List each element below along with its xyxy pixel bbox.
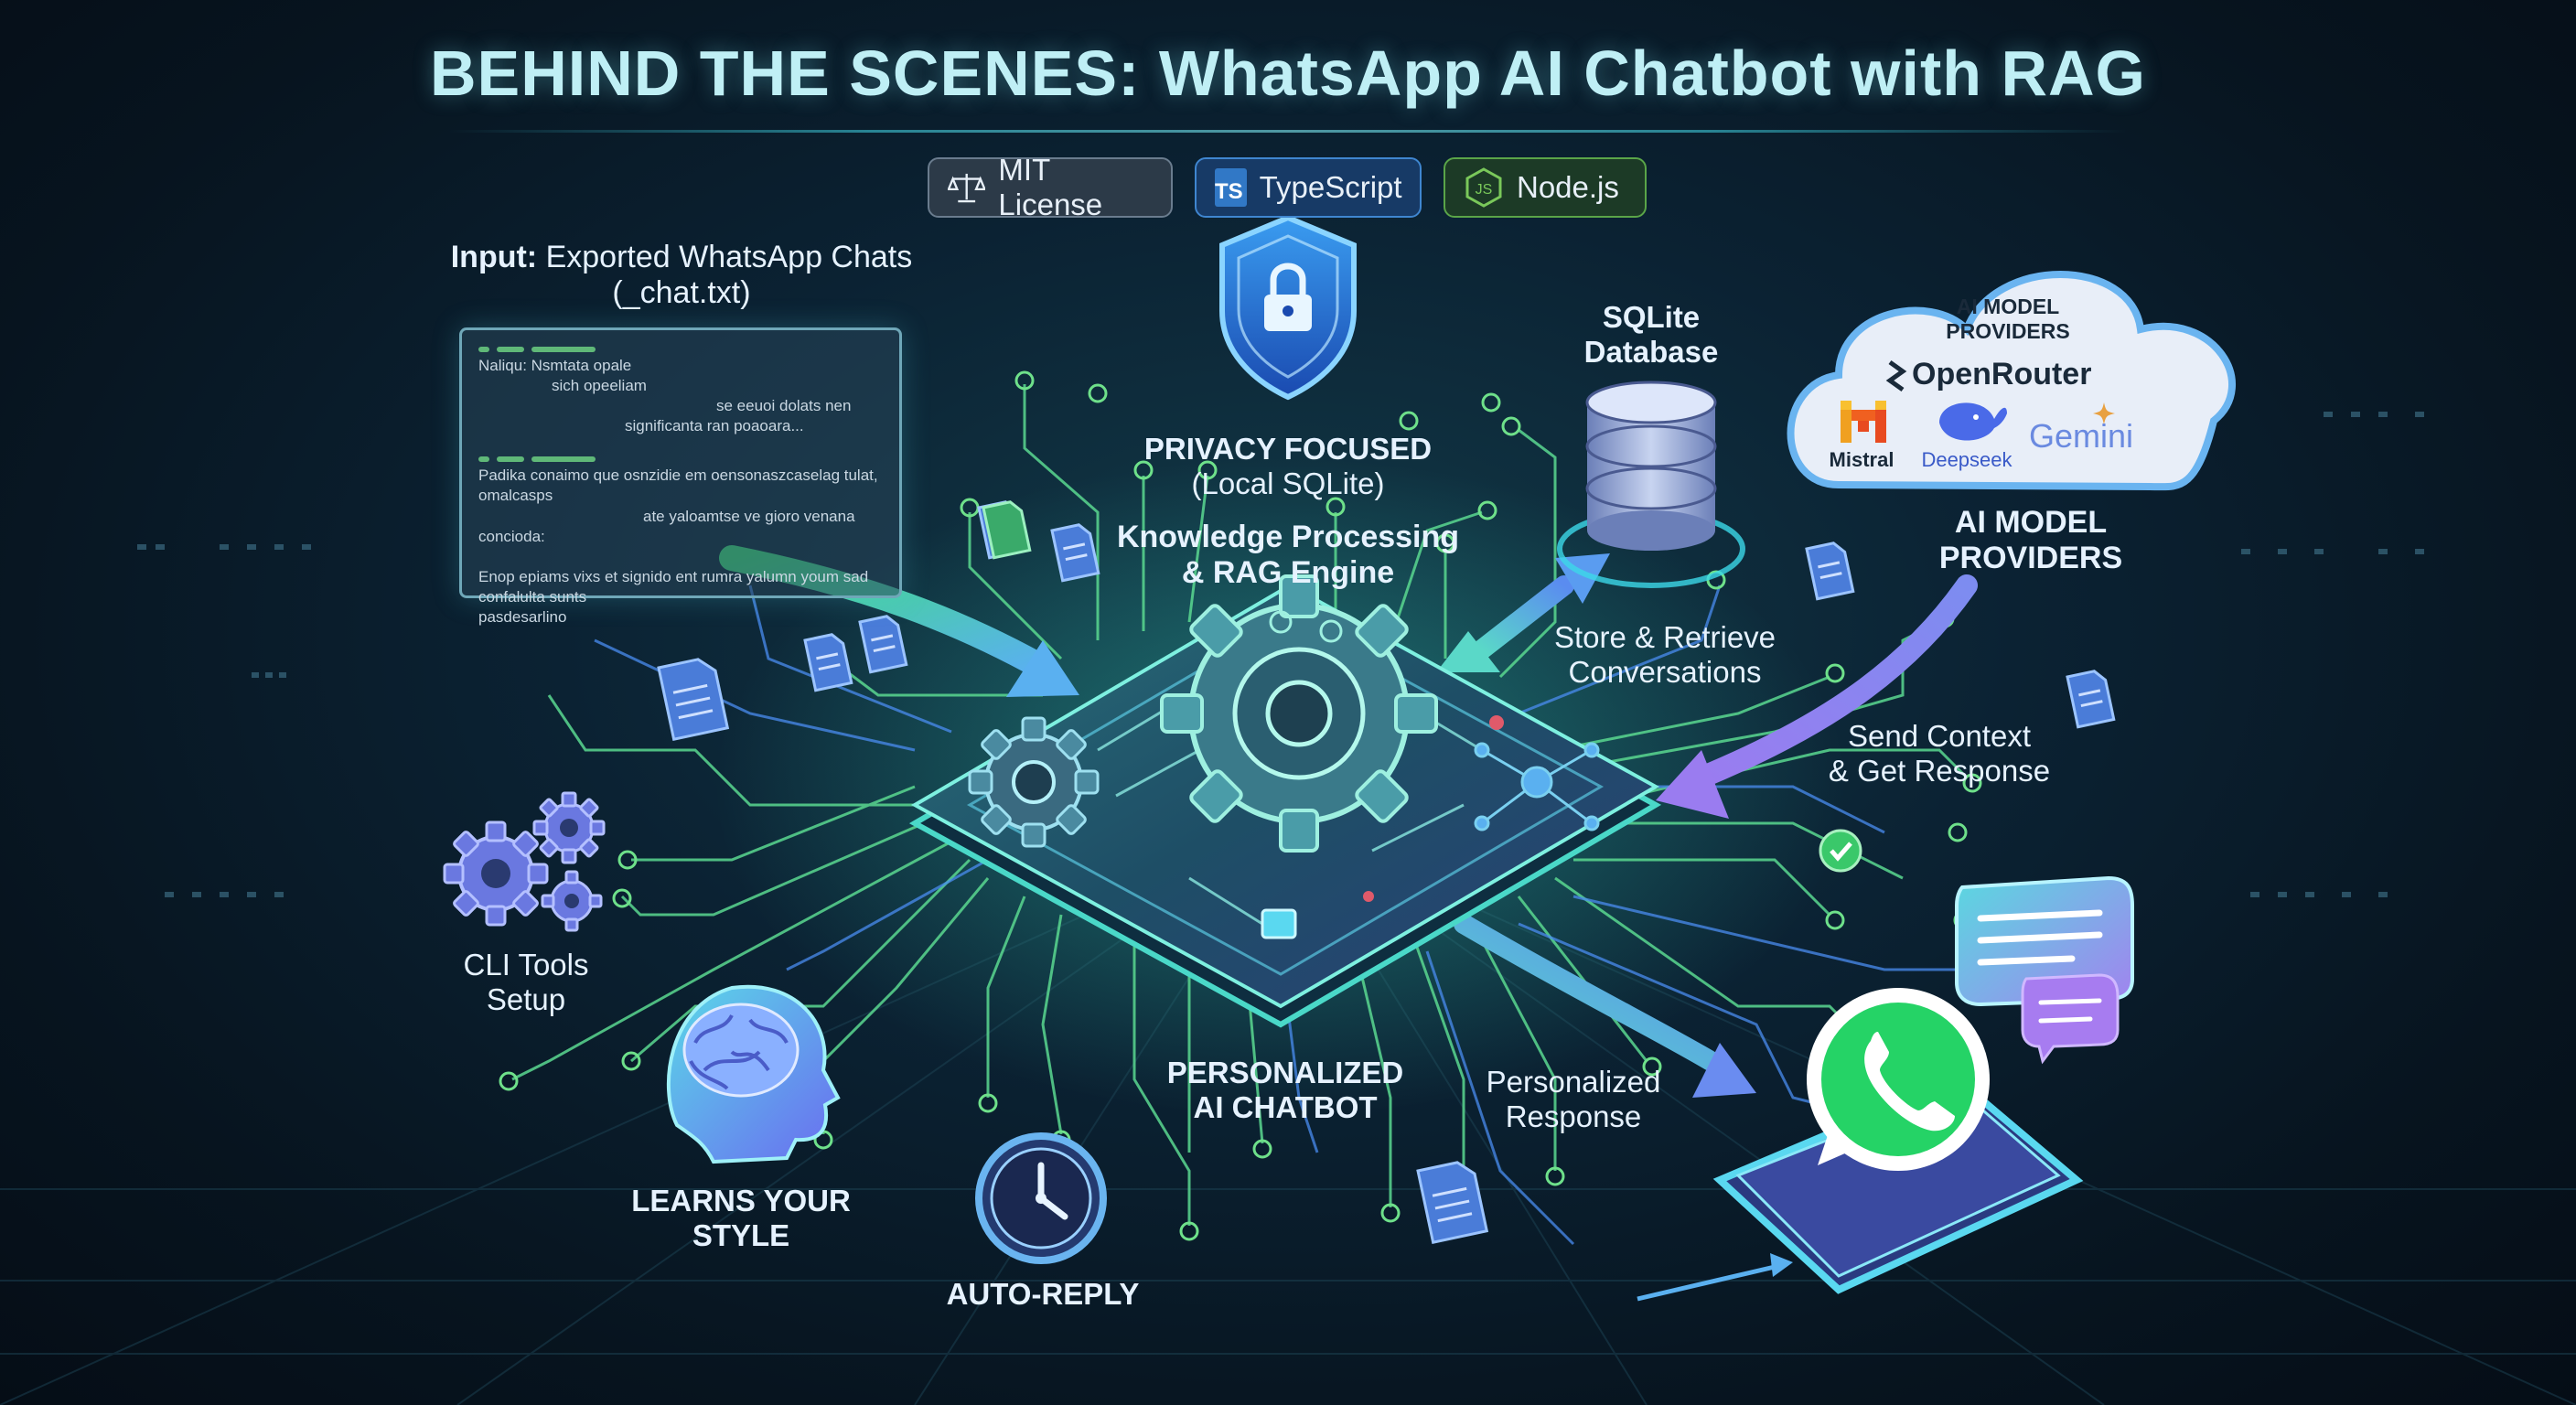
store-line1: Store & Retrieve: [1509, 620, 1820, 655]
small-bubble-icon: [2023, 975, 2118, 1061]
chip-led-icon: [1363, 891, 1374, 902]
chatbot-line1: PERSONALIZED: [1134, 1056, 1436, 1090]
chip-core-icon: [1262, 910, 1295, 938]
chat-line: confalulta sunts: [478, 587, 883, 607]
small-gear-icon: [970, 718, 1098, 846]
whatsapp-logo-icon: [1807, 988, 1990, 1171]
learns-line2: STYLE: [595, 1218, 887, 1253]
auto-reply-label: AUTO-REPLY: [906, 1277, 1180, 1312]
chat-block: Naliqu: Nsmtata opale sich opeeliam se e…: [478, 347, 883, 436]
personalized-chatbot-label: PERSONALIZED AI CHATBOT: [1134, 1056, 1436, 1125]
page-title: BEHIND THE SCENES: WhatsApp AI Chatbot w…: [0, 37, 2576, 110]
providers-line2: PROVIDERS: [1894, 541, 2168, 576]
cli-line2: Setup: [412, 982, 640, 1017]
privacy-subtitle: (Local SQLite): [1098, 467, 1478, 501]
title-divider: [448, 130, 2128, 133]
sqlite-label: SQLite Database: [1537, 300, 1766, 370]
main-gear-icon: [1162, 576, 1436, 851]
send-line1: Send Context: [1793, 719, 2086, 754]
scale-icon: [948, 171, 985, 204]
badge-label: Node.js: [1517, 170, 1619, 205]
badge-label: MIT License: [998, 153, 1153, 222]
chat-line: omalcasps: [478, 486, 883, 506]
learns-line1: LEARNS YOUR: [595, 1184, 887, 1218]
chat-line: se eeuoi dolats nen: [478, 396, 883, 416]
chat-block: Padika conaimo que osnzidie em oensonasz…: [478, 456, 883, 546]
chat-line: concioda:: [478, 527, 883, 547]
return-arrow-head: [1770, 1253, 1793, 1277]
personalized-response-label: Personalized Response: [1454, 1065, 1692, 1134]
send-line2: & Get Response: [1793, 754, 2086, 788]
response-line2: Response: [1454, 1099, 1692, 1134]
badge-label: TypeScript: [1260, 170, 1402, 205]
chat-line: Padika conaimo que osnzidie em oensonasz…: [478, 466, 883, 486]
knowledge-line1: Knowledge Processing: [1079, 520, 1497, 555]
openrouter-label: OpenRouter: [1912, 357, 2104, 392]
deepseek-label: Deepseek: [1912, 448, 2022, 472]
store-label: Store & Retrieve Conversations: [1509, 620, 1820, 690]
mit-license-badge[interactable]: MIT License: [928, 157, 1173, 218]
privacy-label: PRIVACY FOCUSED (Local SQLite): [1098, 432, 1478, 501]
chat-line: pasdesarlino: [478, 607, 883, 627]
providers-label: AI MODEL PROVIDERS: [1894, 505, 2168, 576]
learns-label: LEARNS YOUR STYLE: [595, 1184, 887, 1253]
knowledge-label: Knowledge Processing & RAG Engine: [1079, 520, 1497, 591]
checkmark-icon: [1820, 831, 1861, 871]
gemini-label: Gemini: [2022, 417, 2141, 456]
chat-line: sich opeeliam: [478, 376, 883, 396]
store-line2: Conversations: [1509, 655, 1820, 690]
input-label: Input: Exported WhatsApp Chats (_chat.tx…: [430, 240, 933, 311]
cloud-title: AI MODEL PROVIDERS: [1912, 295, 2104, 344]
cli-gears-icon: [445, 793, 604, 930]
nodejs-icon: JS: [1464, 167, 1504, 208]
typescript-icon: TS: [1215, 168, 1247, 207]
chat-line: Naliqu: Nsmtata opale: [478, 356, 883, 376]
chat-line: significanta ran poaoara...: [478, 416, 883, 436]
nodejs-badge[interactable]: JS Node.js: [1444, 157, 1647, 218]
sqlite-line1: SQLite: [1537, 300, 1766, 335]
input-label-rest: Exported WhatsApp Chats: [546, 240, 913, 274]
chip-led-icon: [1489, 715, 1504, 730]
input-label-bold: Input:: [451, 240, 537, 274]
mistral-label: Mistral: [1820, 448, 1903, 472]
knowledge-line2: & RAG Engine: [1079, 555, 1497, 591]
cloud-title-line1: AI MODEL: [1912, 295, 2104, 319]
chat-line: ate yaloamtse ve gioro venana: [478, 507, 883, 527]
sqlite-line2: Database: [1537, 335, 1766, 370]
cloud-title-line2: PROVIDERS: [1912, 319, 2104, 344]
providers-line1: AI MODEL: [1894, 505, 2168, 541]
typescript-badge[interactable]: TS TypeScript: [1195, 157, 1422, 218]
chatbot-line2: AI CHATBOT: [1134, 1090, 1436, 1125]
input-file-name: (_chat.txt): [612, 275, 750, 310]
brain-head-icon: [669, 987, 838, 1162]
cli-label: CLI Tools Setup: [412, 948, 640, 1017]
send-context-label: Send Context & Get Response: [1793, 719, 2086, 788]
cli-line1: CLI Tools: [412, 948, 640, 982]
return-arrow: [1637, 1267, 1775, 1299]
clock-icon: [979, 1136, 1103, 1260]
chat-block: Enop epiams vixs et signido ent rumra ya…: [478, 567, 883, 627]
chat-line: Enop epiams vixs et signido ent rumra ya…: [478, 567, 883, 587]
chat-export-panel: Naliqu: Nsmtata opale sich opeeliam se e…: [459, 327, 902, 598]
nodejs-icon-text: JS: [1476, 182, 1493, 198]
shield-lock-icon: [1222, 218, 1354, 397]
response-line1: Personalized: [1454, 1065, 1692, 1099]
privacy-title: PRIVACY FOCUSED: [1098, 432, 1478, 467]
